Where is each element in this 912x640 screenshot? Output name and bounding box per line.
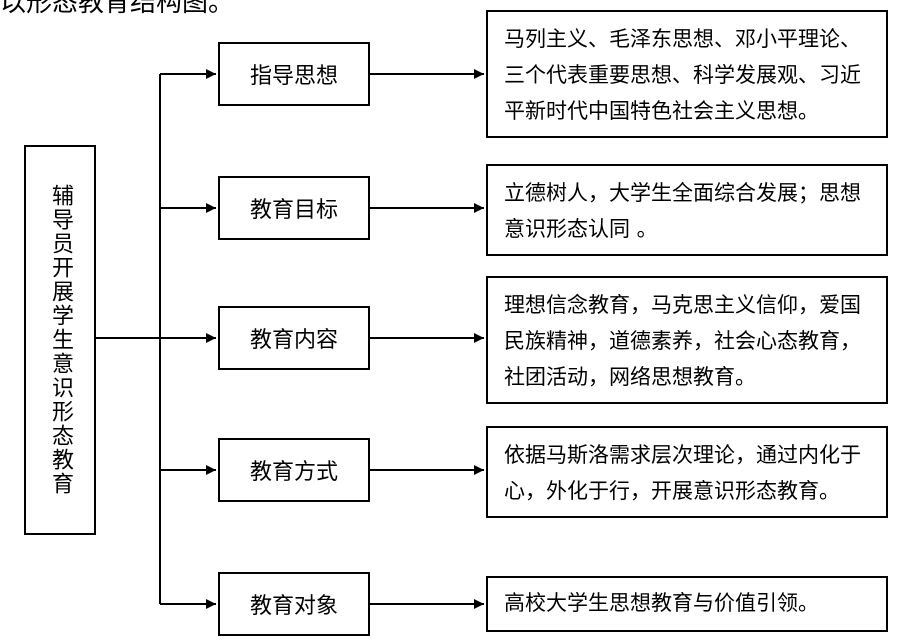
node-education-target: 教育对象 <box>218 572 370 636</box>
root-node: 辅导员开展学生意识形态教育 <box>24 145 96 535</box>
desc-education-method: 依据马斯洛需求层次理论，通过内化于心，外化于行，开展意识形态教育。 <box>486 426 888 518</box>
desc-education-method-text: 依据马斯洛需求层次理论，通过内化于心，外化于行，开展意识形态教育。 <box>504 443 861 503</box>
desc-education-target-text: 高校大学生思想教育与价值引领。 <box>504 591 819 615</box>
desc-guiding-ideology-text: 马列主义、毛泽东思想、邓小平理论、三个代表重要思想、科学发展观、习近平新时代中国… <box>504 27 861 123</box>
diagram-caption: 以形态教育结构图。 <box>0 0 235 18</box>
node-education-goal: 教育目标 <box>218 176 370 240</box>
desc-education-goal-text: 立德树人，大学生全面综合发展；思想意识形态认同 。 <box>504 181 861 241</box>
desc-education-target: 高校大学生思想教育与价值引领。 <box>486 576 888 632</box>
node-education-method: 教育方式 <box>218 438 370 502</box>
desc-education-content: 理想信念教育，马克思主义信仰，爱国民族精神，道德素养，社会心态教育，社团活动，网… <box>486 276 888 404</box>
root-node-label: 辅导员开展学生意识形态教育 <box>48 184 73 496</box>
node-guiding-ideology: 指导思想 <box>218 42 370 106</box>
desc-education-goal: 立德树人，大学生全面综合发展；思想意识形态认同 。 <box>486 164 888 256</box>
desc-guiding-ideology: 马列主义、毛泽东思想、邓小平理论、三个代表重要思想、科学发展观、习近平新时代中国… <box>486 10 888 138</box>
desc-education-content-text: 理想信念教育，马克思主义信仰，爱国民族精神，道德素养，社会心态教育，社团活动，网… <box>504 293 861 389</box>
node-education-content: 教育内容 <box>218 306 370 370</box>
